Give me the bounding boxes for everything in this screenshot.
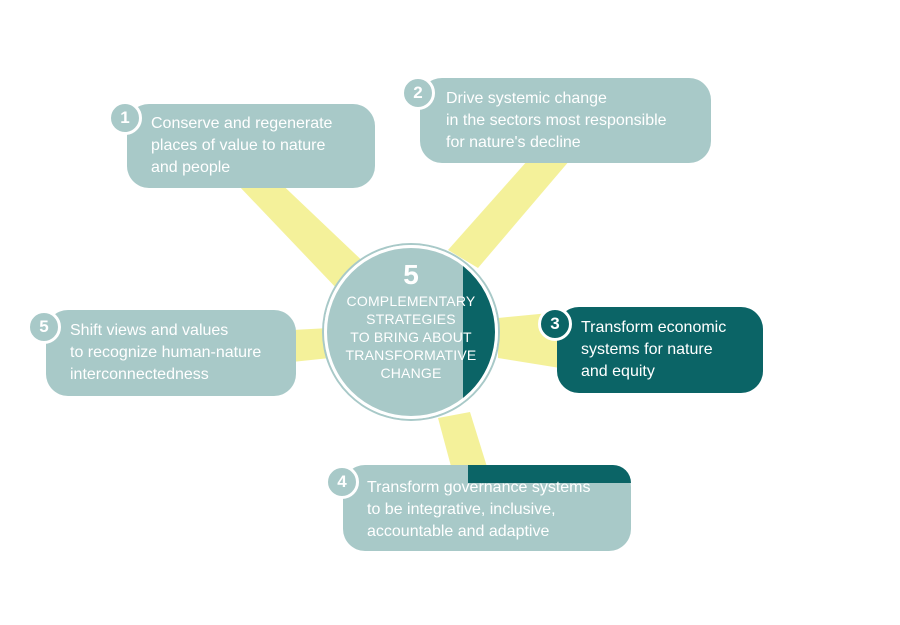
- strategy-number-5: 5: [27, 310, 61, 344]
- strategy-box-4-accent: [468, 465, 631, 483]
- strategy-text-3: Transform economic systems for nature an…: [581, 319, 727, 380]
- center-number: 5: [403, 259, 419, 290]
- strategy-number-1: 1: [108, 101, 142, 135]
- connector-2: [448, 160, 570, 268]
- strategy-box-4: Transform governance systems to be integ…: [343, 465, 631, 551]
- strategy-box-1: Conserve and regenerate places of value …: [127, 104, 375, 188]
- connector-5: [292, 328, 330, 362]
- strategy-box-2: Drive systemic change in the sectors mos…: [420, 78, 711, 163]
- strategy-box-3: Transform economic systems for nature an…: [557, 307, 763, 393]
- strategy-text-2: Drive systemic change in the sectors mos…: [446, 90, 667, 151]
- connector-4: [438, 412, 488, 470]
- center-circle: 5 COMPLEMENTARY STRATEGIES TO BRING ABOU…: [324, 245, 498, 419]
- strategy-text-5: Shift views and values to recognize huma…: [70, 322, 262, 383]
- strategy-number-2: 2: [401, 76, 435, 110]
- strategy-box-5: Shift views and values to recognize huma…: [46, 310, 296, 396]
- center-text: COMPLEMENTARY STRATEGIES TO BRING ABOUT …: [345, 293, 477, 381]
- connector-1: [238, 175, 372, 292]
- strategy-number-4: 4: [325, 465, 359, 499]
- strategy-text-1: Conserve and regenerate places of value …: [151, 115, 333, 176]
- strategy-text-4: Transform governance systems to be integ…: [367, 479, 591, 540]
- strategy-number-3: 3: [538, 307, 572, 341]
